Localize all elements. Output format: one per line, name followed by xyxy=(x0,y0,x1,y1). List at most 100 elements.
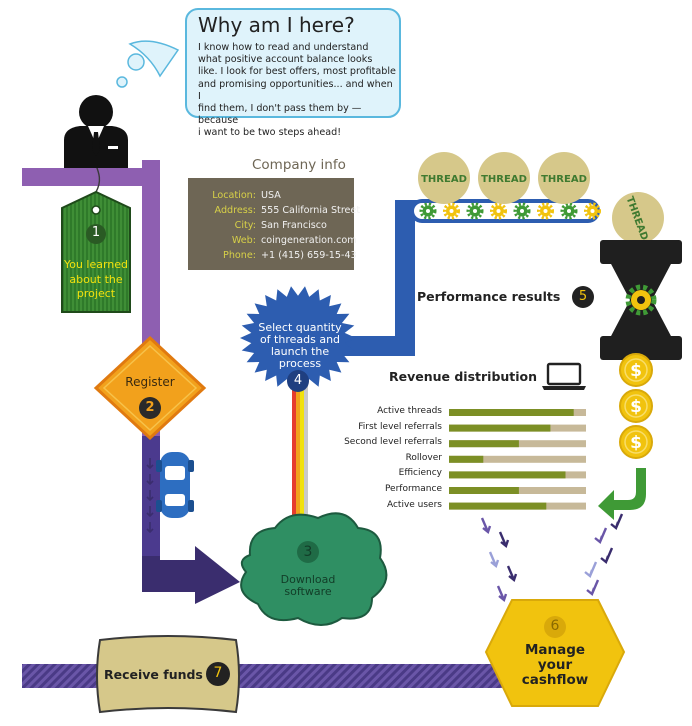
bubble-line: what positive account balance looks xyxy=(198,54,373,66)
company-info-row: Phone: +1 (415) 659-15-43 xyxy=(194,248,357,263)
bubble-line: like. I look for best offers, most profi… xyxy=(198,66,396,78)
gear-icon xyxy=(466,202,484,220)
gear-icon xyxy=(584,202,601,220)
step-1-line: project xyxy=(76,287,116,300)
company-info-value: +1 (415) 659-15-43 xyxy=(261,250,357,261)
thread-coin-label: THREAD xyxy=(421,174,467,185)
company-info-value: San Francisco xyxy=(261,220,327,231)
step-2-label: Register xyxy=(125,375,175,389)
bubble-line: i want to be two steps ahead! xyxy=(198,127,342,139)
bubble-line: I know how to read and understand xyxy=(198,42,369,53)
revenue-bar-fill xyxy=(449,455,484,463)
company-info-value: 555 California Street xyxy=(261,205,361,216)
step-1-line: You learned xyxy=(63,258,129,271)
revenue-bar-label: Active threads xyxy=(377,406,442,416)
company-info-row: Address: 555 California Street xyxy=(194,203,361,218)
step-4-line: of threads and xyxy=(259,333,341,346)
step-7-number: 7 xyxy=(213,665,223,681)
flow-arrow xyxy=(506,565,518,583)
step-7-label: Receive funds xyxy=(104,667,203,682)
gear-icon xyxy=(560,202,578,220)
thought-bubble xyxy=(116,8,401,118)
company-info-label: Phone: xyxy=(223,250,256,261)
step-5-label: Performance results xyxy=(417,289,561,304)
thread-coin: THREAD xyxy=(418,152,470,204)
step-5-number: 5 xyxy=(578,289,588,304)
dollar-coin-icon: $ xyxy=(619,389,653,423)
step-1-line: about the xyxy=(69,272,123,286)
download-cloud xyxy=(240,512,388,626)
learned-tag xyxy=(61,139,131,313)
step-1-number: 1 xyxy=(91,225,101,240)
laptop-icon xyxy=(542,362,586,390)
flow-arrow xyxy=(600,547,614,565)
dollar-coin-icon: $ xyxy=(619,353,653,387)
revenue-bar-label: Efficiency xyxy=(398,468,442,479)
thread-coin-label: THREAD xyxy=(541,174,587,185)
manage-cashflow-hexagon xyxy=(484,599,626,707)
company-info-title: Company info xyxy=(252,157,346,173)
gear-icon xyxy=(419,202,437,220)
dollar-symbol: $ xyxy=(630,397,642,417)
conveyor-gears xyxy=(419,202,601,220)
company-info-row: City: San Francisco xyxy=(194,218,354,233)
register-diamond xyxy=(93,335,207,441)
company-info-label: Location: xyxy=(212,190,256,201)
step-3-line: software xyxy=(284,585,332,598)
thread-coin: THREAD xyxy=(538,152,590,204)
thread-coin: THREAD xyxy=(612,192,664,244)
green-return-arrow xyxy=(598,468,646,520)
revenue-bar-label: Second level referrals xyxy=(344,437,442,448)
company-info-box xyxy=(188,178,354,270)
bubble-line: and promising opportunities... and when … xyxy=(198,78,393,102)
flow-arrow xyxy=(488,551,500,569)
flow-arrow xyxy=(594,527,608,545)
step-4-line: launch the xyxy=(270,345,330,358)
bubble-line: find them, I don't pass them by — becaus… xyxy=(198,103,362,127)
company-info-label: Web: xyxy=(231,235,256,246)
receive-funds-pillow xyxy=(96,635,240,714)
company-info-label: City: xyxy=(234,220,256,231)
flow-arrow xyxy=(480,517,492,535)
step-number-circles xyxy=(86,224,594,686)
revenue-bar-label: Active users xyxy=(386,499,442,510)
select-threads-starburst xyxy=(240,286,356,390)
revenue-bar-fill xyxy=(449,487,519,494)
step-3-line: Download xyxy=(280,573,336,586)
step-4-number: 4 xyxy=(293,373,303,388)
flow-arrow xyxy=(610,513,624,531)
dollar-symbol: $ xyxy=(630,361,642,381)
dollar-symbol: $ xyxy=(630,433,642,453)
revenue-bar-fill xyxy=(449,502,547,510)
revenue-bar-track xyxy=(449,455,586,463)
step-6-line: your xyxy=(537,657,573,673)
dollar-coins: $ $ $ xyxy=(619,353,653,459)
rainbow-pipe xyxy=(292,380,308,540)
revenue-bars xyxy=(449,409,586,510)
step-2-number: 2 xyxy=(145,400,155,415)
step-6-line: cashflow xyxy=(521,672,589,688)
gear-icon xyxy=(537,202,554,220)
gear-icon xyxy=(513,202,531,220)
car-icon xyxy=(156,452,194,518)
step-4-line: process xyxy=(278,357,322,370)
flow-arrow xyxy=(496,585,508,603)
flow-arrow xyxy=(584,561,598,579)
revenue-bar-label: First level referrals xyxy=(358,421,442,432)
flow-arrow xyxy=(498,531,510,549)
flow-arrow xyxy=(586,579,600,597)
dollar-coin-icon: $ xyxy=(619,425,653,459)
thread-coin-label: THREAD xyxy=(481,174,527,185)
step-4-line: Select quantity xyxy=(258,321,342,334)
company-info-label: Address: xyxy=(214,205,256,216)
revenue-bar-fill xyxy=(449,440,519,448)
revenue-bar-fill xyxy=(449,471,566,479)
company-info-value: coingeneration.com xyxy=(261,235,357,246)
step-6-number: 6 xyxy=(550,618,560,634)
revenue-bar-fill xyxy=(449,424,551,432)
company-info-row: Web: coingeneration.com xyxy=(194,233,357,248)
